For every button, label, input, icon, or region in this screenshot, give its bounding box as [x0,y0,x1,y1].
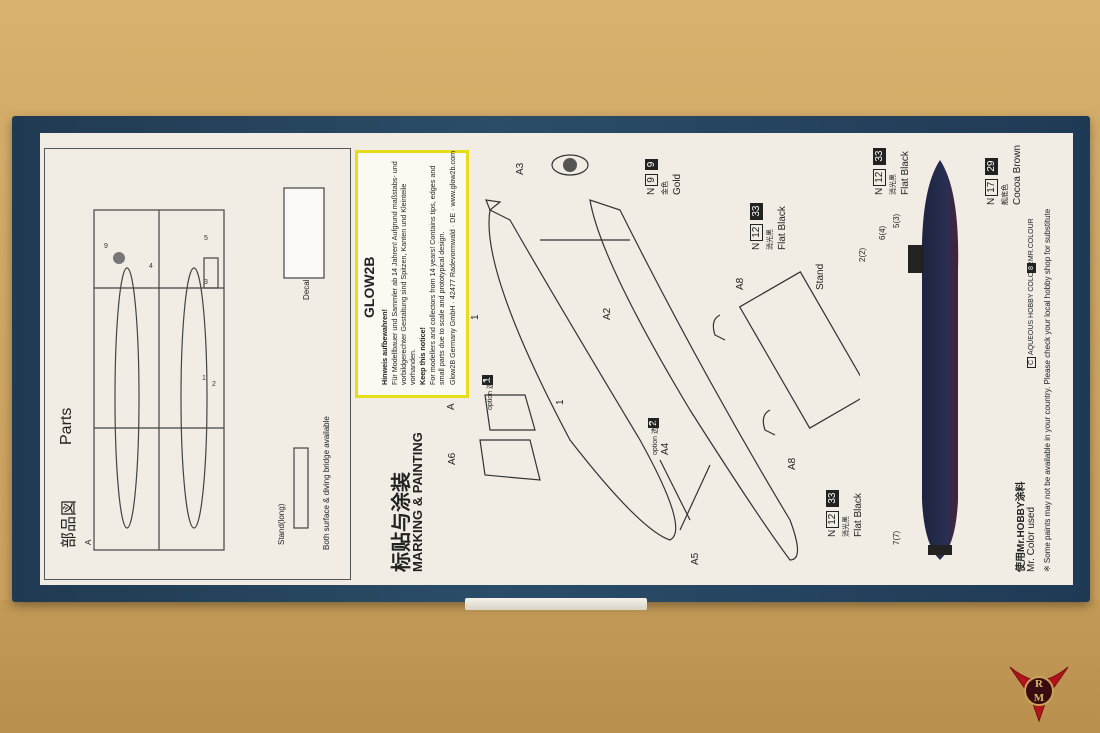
brand-logo: GLOW2B [361,256,377,318]
svg-text:3: 3 [204,279,208,286]
color-gold-cn: 金色 [662,181,669,195]
legend-mr-colour: 8MR.COLOUR [1027,218,1036,275]
label-a3: A3 [515,162,526,175]
stand-part [293,447,309,529]
watermark-letter-m: M [1034,692,1045,704]
color-flat-black-2-name: Flat Black [853,493,864,537]
hull-half-right [589,199,799,561]
submarine-profile [908,160,959,560]
label-part-1a: 1 [470,314,481,320]
hull-half-left [488,209,677,541]
color-gold-name: Gold [672,173,683,195]
label-a8-bottom: A8 [787,457,798,470]
wheel-part [113,252,125,264]
decal-sheet [283,187,325,279]
color-flat-black-1-name: Flat Black [777,206,788,250]
label-stand: Stand [815,263,826,290]
callout-7-7: 7(7) [892,530,901,545]
propeller-part [551,154,589,176]
option-label-1: option 选择 [487,374,494,410]
label-a: A [446,403,457,410]
german-heading: Hinweis aufbewahren! [380,309,389,385]
watermark-logo: R M [1009,666,1069,723]
shelf-surface [0,600,1100,733]
sail [908,245,924,273]
color-flat-black-2: N1233 [826,488,839,537]
bridge-part-a [484,394,536,431]
label-a2: A2 [602,307,613,320]
hull-part-right [180,267,208,529]
warning-notice [355,150,469,398]
option-label-2: option 选择 [652,419,659,455]
label-a8-top: A8 [735,277,746,290]
parts-frame [44,148,351,580]
svg-text:2: 2 [212,381,216,388]
sprue-diagram: 9 4 5 3 21 [93,187,325,551]
legend-mr-color-used: Mr. Color used [1026,506,1037,572]
callout-2-2: 2(2) [858,247,867,262]
legend-note: ※ Some paints may not be available in yo… [1043,208,1052,572]
bridge-part-a6 [479,439,541,481]
color-cocoa-brown: N1729 [985,156,998,205]
color-flat-black-2-cn: 消光黑 [843,516,850,537]
instruction-panel [40,133,1073,585]
svg-text:4: 4 [149,263,153,270]
label-part-1b: 1 [555,399,566,405]
color-gold: N99 [645,157,658,195]
english-heading: Keep this notice! [418,327,427,385]
callout-5-3: 5(3) [892,213,901,228]
color-flat-black-3-cn: 消光黑 [890,174,897,195]
color-flat-black-1: N1233 [750,201,763,250]
label-a6: A6 [447,452,458,465]
label-a4: A4 [660,442,671,455]
color-flat-black-3: N1233 [873,146,886,195]
acrylic-stand [465,598,647,610]
svg-text:1: 1 [202,375,206,382]
marking-title-en: MARKING & PAINTING [410,432,425,572]
legend-aqueous: CAQUEOUS HOBBY COLOUR [1027,262,1036,370]
stand-drawing [738,271,860,429]
color-cocoa-brown-name: Cocoa Brown [1012,144,1023,205]
legend-mr-hobby: 使用Mr.HOBBY涂料 [1016,481,1027,572]
german-text: Für Modellbauer und Sammler ab 14 Jahren… [390,161,417,385]
watermark-letter-r: R [1035,678,1044,690]
callout-6-4: 6(4) [878,225,887,240]
color-cocoa-brown-cn: 舰底色 [1002,184,1009,205]
label-a5: A5 [690,552,701,565]
assembly-diagram [479,154,860,561]
svg-text:5: 5 [204,235,208,242]
color-flat-black-1-cn: 消光黑 [767,229,774,250]
svg-text:9: 9 [104,243,108,250]
hull-part-left [114,267,140,529]
